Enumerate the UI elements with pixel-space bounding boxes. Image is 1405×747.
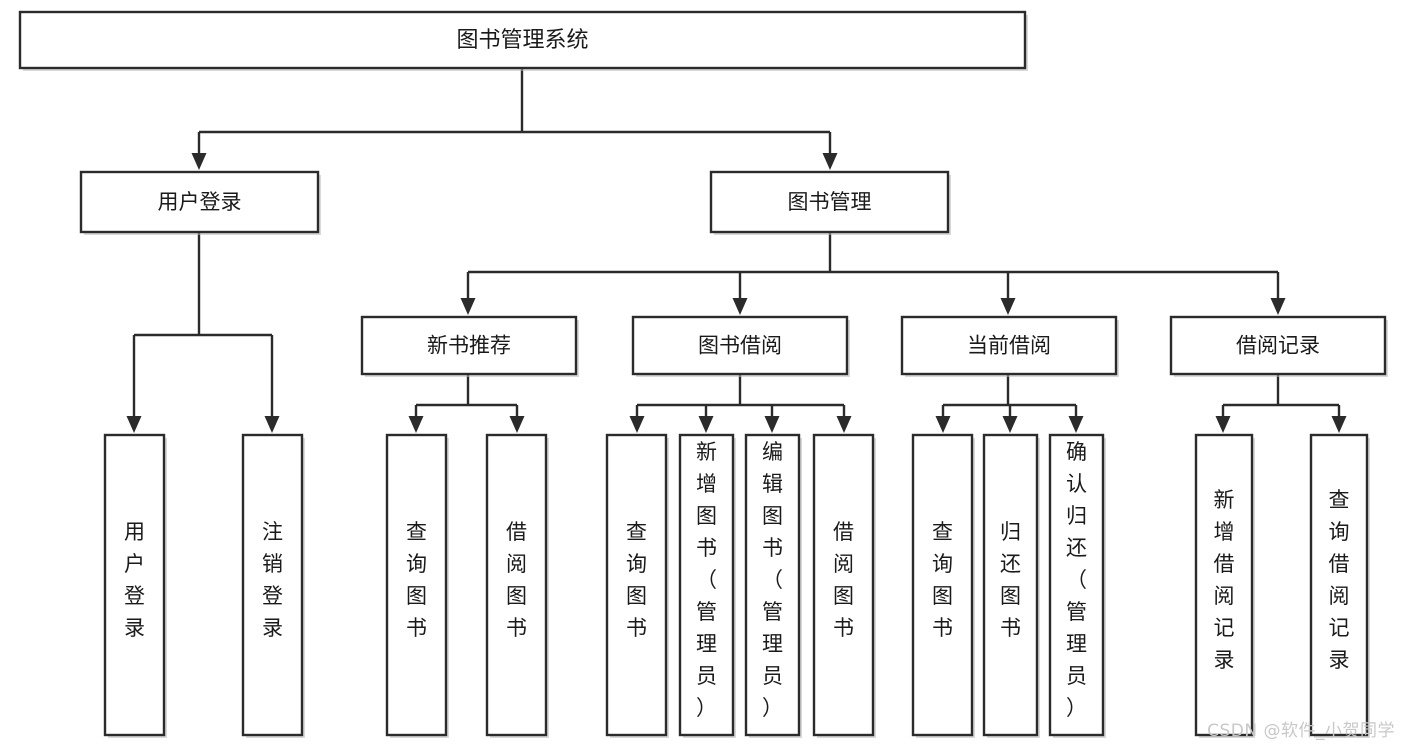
node-leaf-edit-book[interactable]: 编辑图书（管理员） xyxy=(744,433,802,738)
arrow-head-icon xyxy=(629,416,645,433)
arrow-head-icon xyxy=(764,416,780,433)
node-box[interactable] xyxy=(485,433,548,737)
node-leaf-query-book-1[interactable]: 查询图书 xyxy=(385,433,449,738)
node-current-borrow[interactable]: 当前借阅 xyxy=(900,315,1119,377)
node-leaf-query-book-2[interactable]: 查询图书 xyxy=(605,433,669,738)
node-new-book-recommend[interactable]: 新书推荐 xyxy=(360,315,579,377)
node-box[interactable] xyxy=(1048,433,1105,737)
node-label: 归还图书 xyxy=(1000,520,1021,640)
arrow-head-icon xyxy=(1331,416,1347,433)
node-box[interactable] xyxy=(1194,433,1254,737)
node-box[interactable] xyxy=(360,315,578,376)
node-box[interactable] xyxy=(744,433,801,737)
node-label: 新增图书（管理员） xyxy=(696,440,717,720)
node-box[interactable] xyxy=(709,170,950,234)
node-book-borrow[interactable]: 图书借阅 xyxy=(631,315,850,377)
node-label: 图书管理 xyxy=(788,190,872,214)
node-label: 用户登录 xyxy=(124,520,145,640)
arrow-head-icon xyxy=(264,416,280,433)
node-leaf-query-record[interactable]: 查询借阅记录 xyxy=(1309,433,1370,738)
node-leaf-user-login[interactable]: 用户登录 xyxy=(103,433,167,738)
arrow-head-icon xyxy=(1000,298,1016,315)
arrow-head-icon xyxy=(836,416,852,433)
node-box[interactable] xyxy=(79,170,320,234)
watermark-text: CSDN @软件_小贺同学 xyxy=(1207,721,1395,741)
arrow-head-icon xyxy=(1215,416,1231,433)
node-root[interactable]: 图书管理系统 xyxy=(18,10,1028,71)
node-leaf-query-book-3[interactable]: 查询图书 xyxy=(911,433,975,738)
node-label: 查询图书 xyxy=(626,520,647,640)
node-leaf-return-book[interactable]: 归还图书 xyxy=(982,433,1040,738)
arrow-head-icon xyxy=(460,298,476,315)
node-leaf-user-logout[interactable]: 注销登录 xyxy=(241,433,305,738)
arrow-head-icon xyxy=(822,153,838,170)
node-box[interactable] xyxy=(900,315,1118,376)
node-box[interactable] xyxy=(1169,315,1387,376)
node-box[interactable] xyxy=(385,433,448,737)
node-box[interactable] xyxy=(631,315,849,376)
node-label: 用户登录 xyxy=(158,190,242,214)
node-label: 借阅图书 xyxy=(506,520,527,640)
arrow-head-icon xyxy=(698,416,714,433)
node-user-login[interactable]: 用户登录 xyxy=(79,170,321,235)
arrow-head-icon xyxy=(509,416,525,433)
arrow-head-icon xyxy=(1270,298,1286,315)
node-box[interactable] xyxy=(911,433,974,737)
arrow-head-icon xyxy=(732,298,748,315)
node-label: 当前借阅 xyxy=(967,334,1051,358)
arrow-head-icon xyxy=(191,153,207,170)
arrow-layer xyxy=(126,153,1347,433)
node-box[interactable] xyxy=(812,433,875,737)
node-label: 图书管理系统 xyxy=(456,28,588,53)
node-box[interactable] xyxy=(982,433,1039,737)
node-label: 图书借阅 xyxy=(698,334,782,358)
node-label: 借阅记录 xyxy=(1236,334,1320,358)
node-leaf-add-book[interactable]: 新增图书（管理员） xyxy=(678,433,736,738)
arrow-head-icon xyxy=(408,416,424,433)
node-leaf-confirm-return[interactable]: 确认归还（管理员） xyxy=(1048,433,1106,738)
node-box[interactable] xyxy=(1309,433,1369,737)
node-box[interactable] xyxy=(103,433,166,737)
node-label: 新增借阅记录 xyxy=(1214,488,1235,672)
node-label: 查询借阅记录 xyxy=(1329,488,1350,672)
node-label: 新书推荐 xyxy=(427,334,511,358)
arrow-head-icon xyxy=(1068,416,1084,433)
node-leaf-borrow-book-2[interactable]: 借阅图书 xyxy=(812,433,876,738)
node-label: 编辑图书（管理员） xyxy=(762,440,783,720)
arrow-head-icon xyxy=(935,416,951,433)
arrow-head-icon xyxy=(126,416,142,433)
node-label: 借阅图书 xyxy=(833,520,854,640)
node-box[interactable] xyxy=(241,433,304,737)
node-label: 注销登录 xyxy=(262,520,283,640)
node-leaf-borrow-book-1[interactable]: 借阅图书 xyxy=(485,433,549,738)
node-borrow-record[interactable]: 借阅记录 xyxy=(1169,315,1388,377)
node-box[interactable] xyxy=(605,433,668,737)
node-box[interactable] xyxy=(18,10,1027,70)
node-label: 查询图书 xyxy=(406,520,427,640)
node-layer: 图书管理系统用户登录图书管理新书推荐图书借阅当前借阅借阅记录用户登录注销登录查询… xyxy=(18,10,1388,738)
arrow-head-icon xyxy=(1002,416,1018,433)
node-label: 查询图书 xyxy=(932,520,953,640)
node-book-manage[interactable]: 图书管理 xyxy=(709,170,951,235)
node-leaf-add-record[interactable]: 新增借阅记录 xyxy=(1194,433,1255,738)
node-box[interactable] xyxy=(678,433,735,737)
node-label: 确认归还（管理员） xyxy=(1066,440,1087,720)
